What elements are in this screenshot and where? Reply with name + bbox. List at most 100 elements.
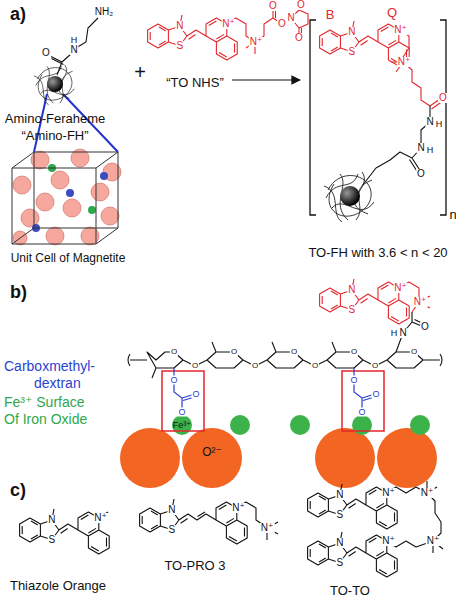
carboxymethyl-group	[174, 368, 373, 408]
oxygen-sphere	[63, 199, 81, 217]
atom-label: S	[167, 525, 176, 535]
atom-label: N	[425, 117, 434, 127]
dye-structure	[308, 532, 398, 577]
cell-edges	[12, 152, 118, 244]
iron-ion	[172, 415, 192, 435]
dye-structure	[320, 279, 410, 324]
iron-ion	[352, 415, 372, 435]
atom-label: S	[347, 47, 356, 57]
atom-label: O	[371, 390, 380, 399]
ion-label: O²⁻	[202, 446, 222, 458]
structure-caption: TO-PRO 3	[164, 559, 225, 572]
atom-label: H	[426, 146, 435, 155]
dye-structure	[148, 15, 238, 60]
structure-caption: +	[134, 62, 146, 82]
oxide-ion	[377, 428, 437, 488]
atom-label: N⁺	[397, 57, 412, 67]
atom-label: O	[177, 408, 186, 417]
atom-label: O	[230, 348, 238, 356]
atom-label: O	[191, 390, 200, 399]
atom-label: O	[251, 362, 259, 370]
linker-bonds	[396, 312, 425, 352]
structure-caption: TO-TO	[330, 584, 370, 597]
side-label: dextran	[34, 376, 81, 390]
atom-label: N	[175, 21, 184, 31]
atom-label: N⁺	[393, 25, 408, 35]
oxygen-sphere	[101, 207, 119, 225]
atom-label: N	[286, 13, 295, 23]
atom-label: N⁺	[413, 297, 428, 307]
atom-label: O	[296, 0, 306, 10]
atom-label: N⁺	[393, 283, 408, 293]
oxide-ion	[182, 428, 242, 488]
reaction-arrow	[232, 79, 300, 80]
atom-label: O	[191, 362, 199, 370]
side-label: Of Iron Oxide	[4, 412, 87, 426]
oxygen-sphere	[46, 227, 64, 245]
structure-caption: “Amino-FH”	[21, 129, 88, 142]
iron-ion	[230, 415, 250, 435]
atom-label: O	[268, 1, 278, 11]
atom-label: O	[416, 169, 426, 179]
structure-caption: Amino-Feraheme	[5, 112, 105, 125]
dye-chain	[391, 30, 442, 109]
atom-label: S	[335, 510, 344, 520]
dye-structure	[140, 499, 248, 544]
atom-label: H	[70, 36, 79, 45]
iron-site	[66, 189, 74, 197]
structure-caption: TO-FH with 3.6 < n < 20	[308, 246, 447, 259]
atom-label: N⁺	[249, 37, 264, 47]
panel-letter: c)	[10, 481, 26, 499]
structure-caption: Q	[387, 6, 397, 19]
structure-caption: Unit Cell of Magnetite	[11, 252, 126, 264]
atom-label: N	[347, 285, 356, 295]
oxygen-sphere	[51, 171, 69, 189]
atom-label: H	[435, 120, 444, 129]
side-label: Carboxmethyl-	[4, 359, 95, 373]
atom-label: O	[420, 322, 430, 332]
panel-letter: b)	[10, 283, 27, 301]
iron-ion	[410, 415, 430, 435]
atom-label: O	[169, 376, 178, 385]
dye-structure	[320, 21, 410, 66]
side-label: Fe³⁺ Surface	[4, 395, 85, 409]
unit-cell	[12, 149, 121, 245]
structure-caption: n	[449, 208, 456, 221]
panel-letter: a)	[10, 5, 26, 23]
dye-structure	[20, 509, 110, 554]
nhs-chain	[227, 5, 308, 54]
atom-label: N⁺	[381, 536, 396, 546]
nanoparticle	[324, 172, 374, 222]
atom-label: S	[347, 305, 356, 315]
atom-label: N	[416, 143, 425, 153]
structure-caption: B	[326, 8, 335, 21]
atom-label: N	[167, 505, 176, 515]
structure-caption: “TO NHS”	[166, 76, 224, 89]
nanoparticle	[34, 65, 74, 105]
atom-label: N⁺	[221, 19, 236, 29]
atom-label: O	[410, 348, 418, 356]
oxygen-sphere	[36, 193, 54, 211]
atom-label: O	[349, 376, 358, 385]
atom-label: N⁺	[426, 536, 441, 546]
atom-label: O	[41, 48, 51, 58]
atom-label: O	[294, 33, 304, 43]
atom-label: S	[175, 41, 184, 51]
atom-label: N	[398, 328, 407, 338]
atom-label: O	[371, 362, 379, 370]
atom-label: N⁺	[260, 523, 275, 533]
atom-label: N⁺	[381, 488, 396, 498]
repeat-bracket	[310, 20, 446, 215]
atom-label: N	[335, 490, 344, 500]
atom-label: N	[47, 515, 56, 525]
atom-label: N⁺	[231, 503, 246, 513]
atom-label: NH₂	[94, 7, 114, 17]
atom-label: N	[69, 45, 78, 55]
structure-caption: Thiazole Orange	[10, 579, 106, 592]
linker-bonds	[50, 18, 98, 75]
dextran-chain	[128, 342, 442, 378]
atom-label: O	[170, 348, 178, 356]
